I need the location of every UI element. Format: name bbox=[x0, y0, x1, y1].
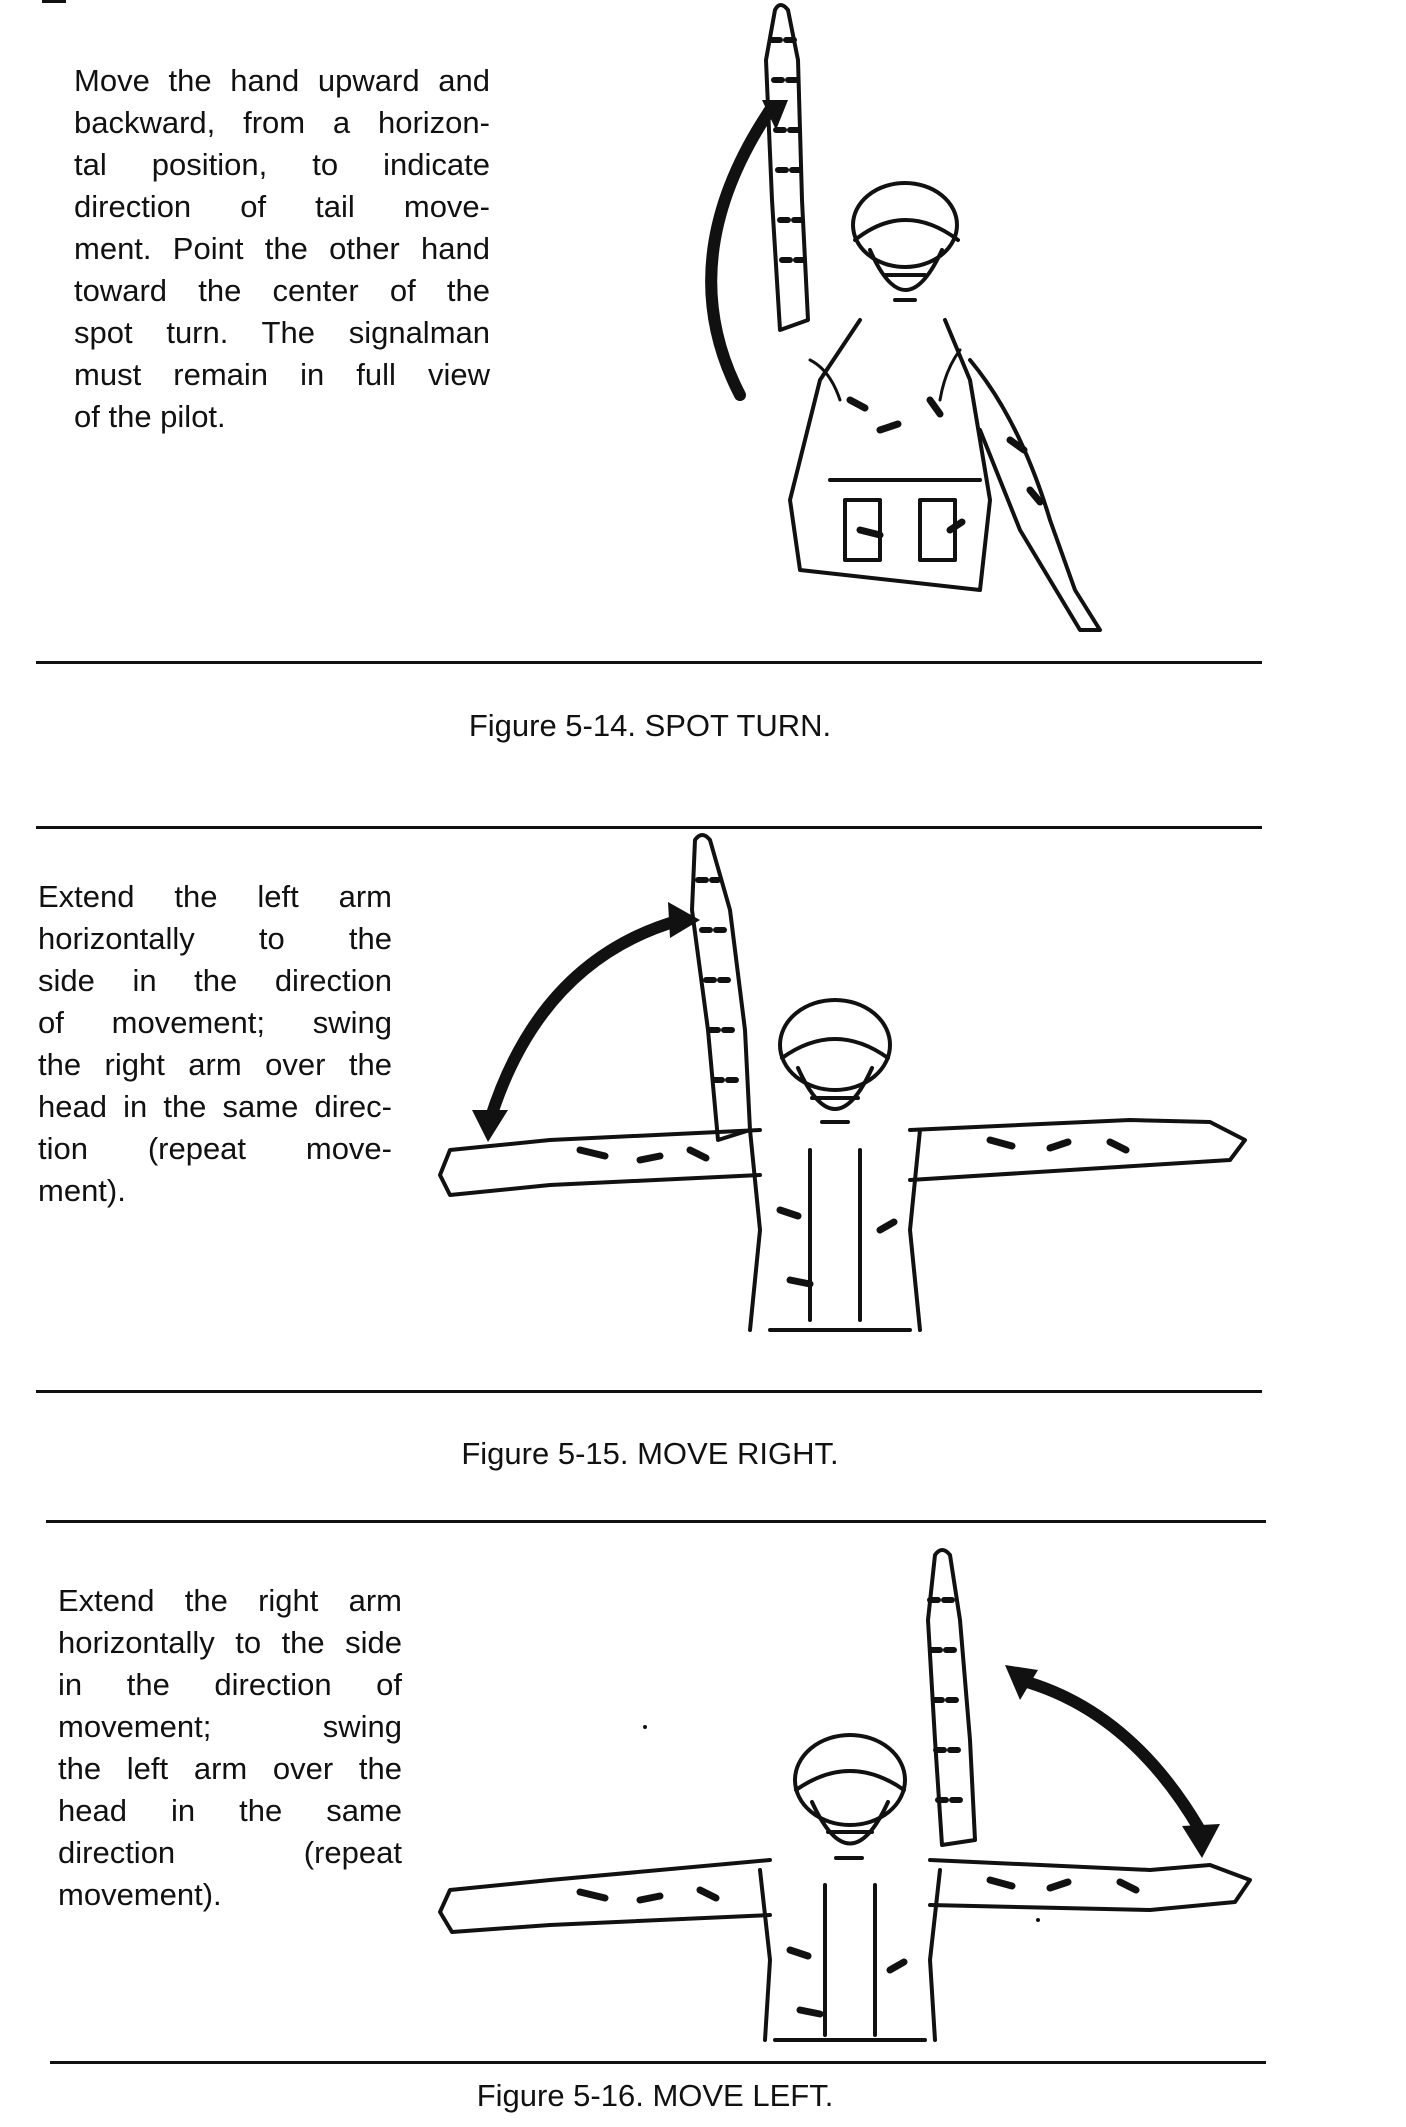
instruction-line: ment). bbox=[38, 1173, 126, 1208]
instruction-line: Move the hand upward and bbox=[74, 63, 490, 98]
instruction-line: spot turn. The signalman bbox=[74, 315, 490, 350]
instruction-line: side in the direction bbox=[38, 963, 392, 998]
instruction-line: movement). bbox=[58, 1877, 222, 1912]
signalman-move-left-illustration bbox=[438, 1548, 1252, 2042]
figure-5-16-top-rule bbox=[46, 1520, 1266, 1523]
figure-5-15-caption: Figure 5-15. MOVE RIGHT. bbox=[461, 1436, 839, 1471]
figure-5-16-bottom-rule bbox=[50, 2061, 1266, 2064]
instruction-line: in the direction of bbox=[58, 1667, 402, 1702]
figure-5-14-bottom-rule bbox=[36, 661, 1262, 664]
figure-5-15-instructions: Extend the left arm horizontally to the … bbox=[38, 876, 392, 1212]
instruction-line: tal position, to indicate bbox=[74, 147, 490, 182]
instruction-line: of the pilot. bbox=[74, 399, 226, 434]
instruction-line: head in the same direc- bbox=[38, 1089, 392, 1124]
instruction-line: must remain in full view bbox=[74, 357, 490, 392]
instruction-line: Extend the right arm bbox=[58, 1583, 402, 1618]
instruction-line: toward the center of the bbox=[74, 273, 490, 308]
signalman-spot-turn-illustration bbox=[705, 3, 1102, 632]
instruction-line: the right arm over the bbox=[38, 1047, 392, 1082]
figure-5-16-instructions: Extend the right arm horizontally to the… bbox=[58, 1580, 402, 1916]
instruction-line: tion (repeat move- bbox=[38, 1131, 392, 1166]
figure-5-14-caption: Figure 5-14. SPOT TURN. bbox=[468, 708, 832, 743]
figure-5-14-instructions: Move the hand upward and backward, from … bbox=[74, 60, 490, 438]
instruction-line: horizontally to the bbox=[38, 921, 392, 956]
figure-5-16-caption: Figure 5-16. MOVE LEFT. bbox=[476, 2078, 834, 2113]
instruction-line: direction of tail move- bbox=[74, 189, 490, 224]
instruction-line: horizontally to the side bbox=[58, 1625, 402, 1660]
instruction-line: ment. Point the other hand bbox=[74, 231, 490, 266]
instruction-line: head in the same bbox=[58, 1793, 402, 1828]
signalman-move-right-illustration bbox=[438, 833, 1247, 1332]
instruction-line: movement; swing bbox=[58, 1709, 402, 1744]
page-corner-mark bbox=[42, 0, 66, 3]
instruction-line: direction (repeat bbox=[58, 1835, 402, 1870]
figure-5-15-bottom-rule bbox=[36, 1390, 1262, 1393]
instruction-line: the left arm over the bbox=[58, 1751, 402, 1786]
instruction-line: Extend the left arm bbox=[38, 879, 392, 914]
figure-5-15-top-rule bbox=[36, 826, 1262, 829]
instruction-line: of movement; swing bbox=[38, 1005, 392, 1040]
instruction-line: backward, from a horizon- bbox=[74, 105, 490, 140]
